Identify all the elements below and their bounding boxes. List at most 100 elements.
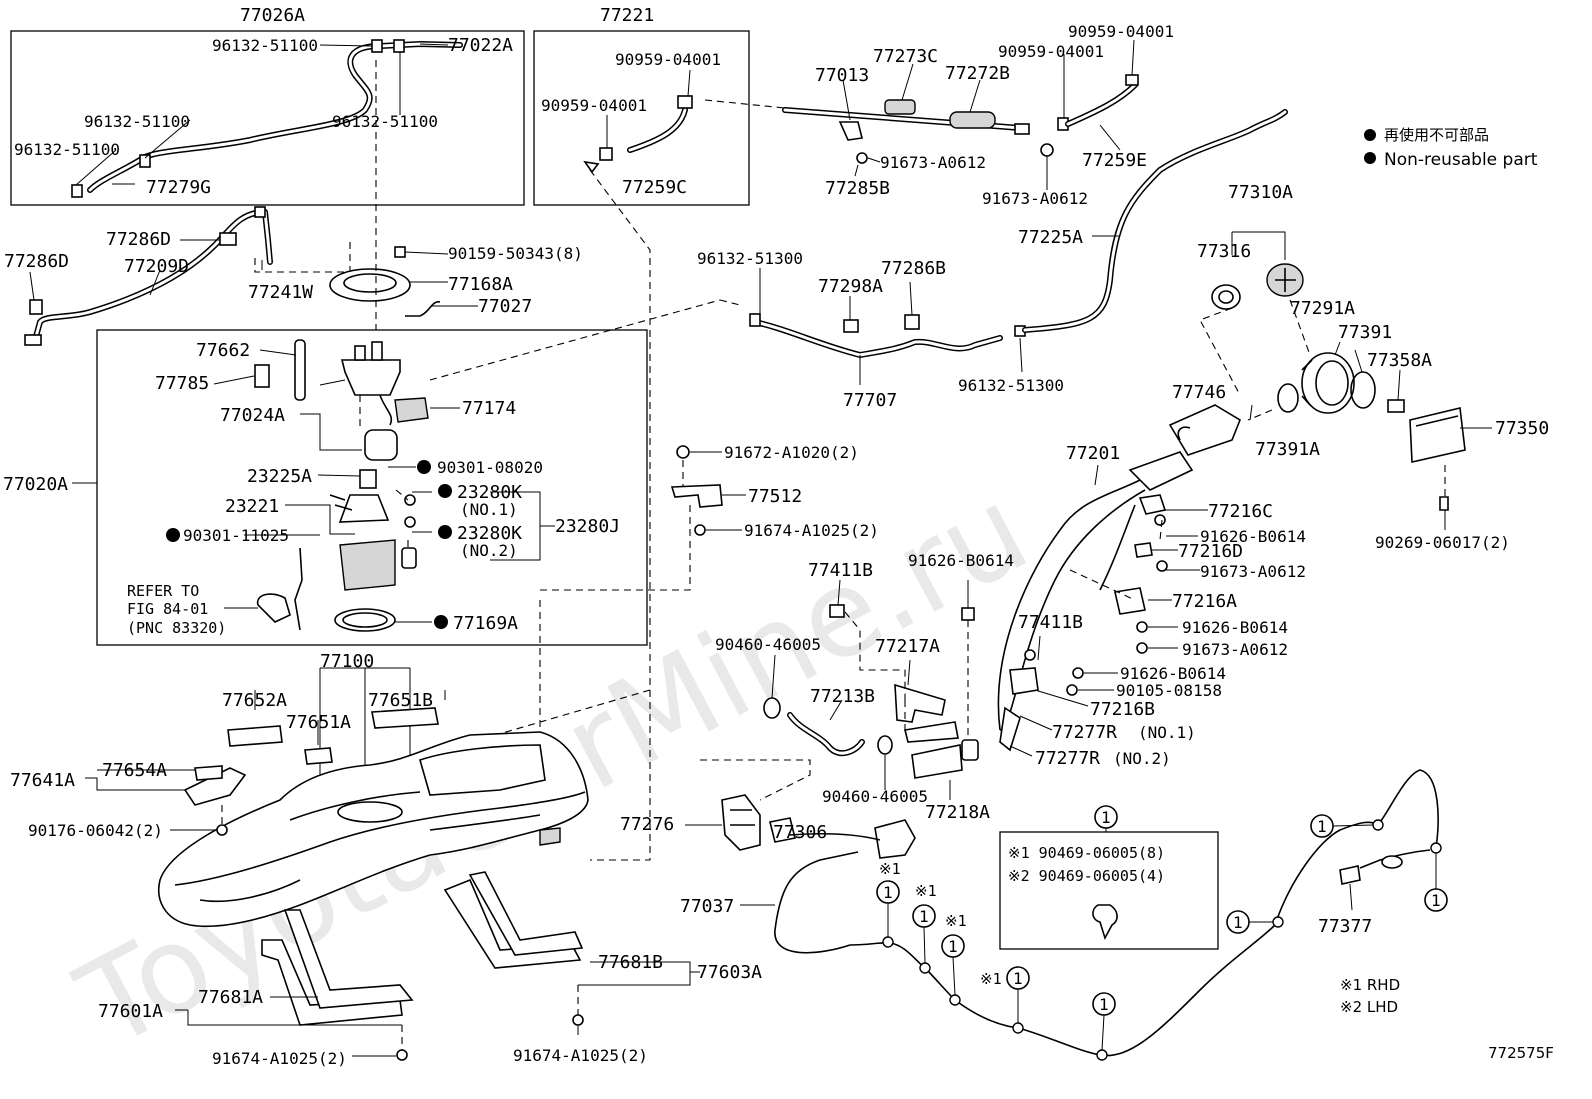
label-77291A: 77291A (1290, 298, 1355, 319)
svg-text:1: 1 (1317, 817, 1327, 836)
legend-en: Non-reusable part (1384, 150, 1538, 170)
label-77746: 77746 (1172, 382, 1226, 403)
label-77377: 77377 (1318, 916, 1372, 937)
group-77707: 96132-51300 77298A 77286B 77707 96132-51… (697, 249, 1064, 411)
label-77601A: 77601A (98, 1001, 163, 1022)
group-77168A: 90159-50343(8) 77168A 77027 (329, 60, 583, 330)
label-77286B: 77286B (881, 258, 946, 279)
non-reusable-dot (166, 528, 180, 542)
mark-rhd: ※1 (879, 860, 901, 878)
clip-line1: ※1 90469-06005(8) (1008, 844, 1165, 862)
label-77285B: 77285B (825, 178, 890, 199)
refer-line2: FIG 84-01 (127, 600, 208, 618)
label-23225A: 23225A (247, 466, 312, 487)
label-77286D: 77286D (4, 251, 69, 272)
label-91626-B0614: 91626-B0614 (1200, 527, 1306, 546)
group-77037: 77276 77306 77037 (620, 759, 916, 954)
label-77024A: 77024A (220, 405, 285, 426)
non-reusable-dot (438, 484, 452, 498)
group-tank-bands: 77681B 77603A 77601A 77681A 91674-A1025(… (98, 871, 762, 1068)
label-96132-51100: 96132-51100 (14, 140, 120, 159)
label-77213B: 77213B (810, 686, 875, 707)
label-no1: (NO.1) (1138, 723, 1196, 742)
callout-1: 1 1 1 1 1 1 1 1 1 (876, 805, 1448, 1061)
label-77259E: 77259E (1082, 150, 1147, 171)
group-77221: 77221 90959-04001 90959-04001 77259C (533, 5, 750, 206)
label-90959-04001: 90959-04001 (541, 96, 647, 115)
svg-text:1: 1 (1431, 891, 1441, 910)
label-96132-51300: 96132-51300 (697, 249, 803, 268)
mark-rhd: ※1 (980, 970, 1002, 988)
refer-line3: (PNC 83320) (127, 619, 226, 637)
label-91672-A1020: 91672-A1020(2) (724, 443, 859, 462)
mark-rhd: ※1 (915, 882, 937, 900)
note-rhd: ※1 RHD (1340, 976, 1400, 994)
label-77298A: 77298A (818, 276, 883, 297)
label-77276: 77276 (620, 814, 674, 835)
label-77310A: 77310A (1228, 182, 1293, 203)
label-77225A: 77225A (1018, 227, 1083, 248)
label-77681A: 77681A (198, 987, 263, 1008)
group-77100: 77100 77652A 77651A 77651B 77641A 77654A… (10, 651, 651, 928)
label-no2: (NO.2) (1113, 749, 1171, 768)
label-77358A: 77358A (1367, 350, 1432, 371)
label-77286D: 77286D (106, 229, 171, 250)
label-no1: (NO.1) (460, 500, 518, 519)
refer-line1: REFER TO (127, 582, 199, 600)
label-77277R: 77277R (1052, 722, 1117, 743)
group-vent-lines: 77013 77273C 77272B 90959-04001 90959-04… (704, 22, 1174, 208)
label-77216C: 77216C (1208, 501, 1273, 522)
label-23221: 23221 (225, 496, 279, 517)
label-77100: 77100 (320, 651, 374, 672)
note-lhd: ※2 LHD (1340, 998, 1398, 1016)
label-77168A: 77168A (448, 274, 513, 295)
label-77662: 77662 (196, 340, 250, 361)
group-77201: 77201 77216C 91626-B0614 77216D 91673-A0… (997, 404, 1306, 769)
group-77020A: 77662 77785 77024A 77174 23225A 90301-08… (96, 329, 648, 646)
legend: 再使用不可部品 Non-reusable part (1364, 126, 1538, 170)
label-91674-A1025: 91674-A1025(2) (212, 1049, 347, 1068)
non-reusable-dot (1364, 129, 1376, 141)
label-90159-50343: 90159-50343(8) (448, 244, 583, 263)
label-no2: (NO.2) (460, 541, 518, 560)
label-96132-51300: 96132-51300 (958, 376, 1064, 395)
label-91673-A0612: 91673-A0612 (880, 153, 986, 172)
clip-reference-box: ※1 90469-06005(8) ※2 90469-06005(4) (999, 828, 1219, 950)
label-77512: 77512 (748, 486, 802, 507)
label-91626-B0614: 91626-B0614 (908, 551, 1014, 570)
svg-text:1: 1 (1099, 995, 1109, 1014)
legend-jp: 再使用不可部品 (1384, 126, 1489, 144)
label-77174: 77174 (462, 398, 516, 419)
label-91673-A0612: 91673-A0612 (982, 189, 1088, 208)
label-23280K: 23280K (457, 482, 522, 503)
group-77209D: 77286D 77286D 77209D 77241W (4, 206, 351, 346)
label-90301-08020: 90301-08020 (437, 458, 543, 477)
label-77785: 77785 (155, 373, 209, 394)
svg-text:1: 1 (919, 907, 929, 926)
label-91673-A0612: 91673-A0612 (1182, 640, 1288, 659)
clip-line2: ※2 90469-06005(4) (1008, 867, 1165, 885)
label-90105-08158: 90105-08158 (1116, 681, 1222, 700)
label-77216B: 77216B (1090, 699, 1155, 720)
label-77411B: 77411B (1018, 612, 1083, 633)
label-91626-B0614: 91626-B0614 (1182, 618, 1288, 637)
box-77026A (10, 30, 525, 206)
box-77020A (96, 329, 648, 646)
label-77654A: 77654A (102, 760, 167, 781)
label-96132-51100: 96132-51100 (84, 112, 190, 131)
svg-text:1: 1 (948, 937, 958, 956)
non-reusable-dot (438, 525, 452, 539)
label-77652A: 77652A (222, 690, 287, 711)
label-77218A: 77218A (925, 802, 990, 823)
svg-text:1: 1 (1013, 969, 1023, 988)
label-77209D: 77209D (124, 256, 189, 277)
label-77273C: 77273C (873, 46, 938, 67)
group-77217A: 77411B 91626-B0614 90460-46005 77217A 77… (715, 551, 1014, 823)
label-77641A: 77641A (10, 770, 75, 791)
label-77216D: 77216D (1178, 541, 1243, 562)
svg-text:1: 1 (1233, 913, 1243, 932)
group-cable-run: 77377 (849, 769, 1439, 1057)
label-77277R: 77277R (1035, 748, 1100, 769)
non-reusable-dot (434, 615, 448, 629)
